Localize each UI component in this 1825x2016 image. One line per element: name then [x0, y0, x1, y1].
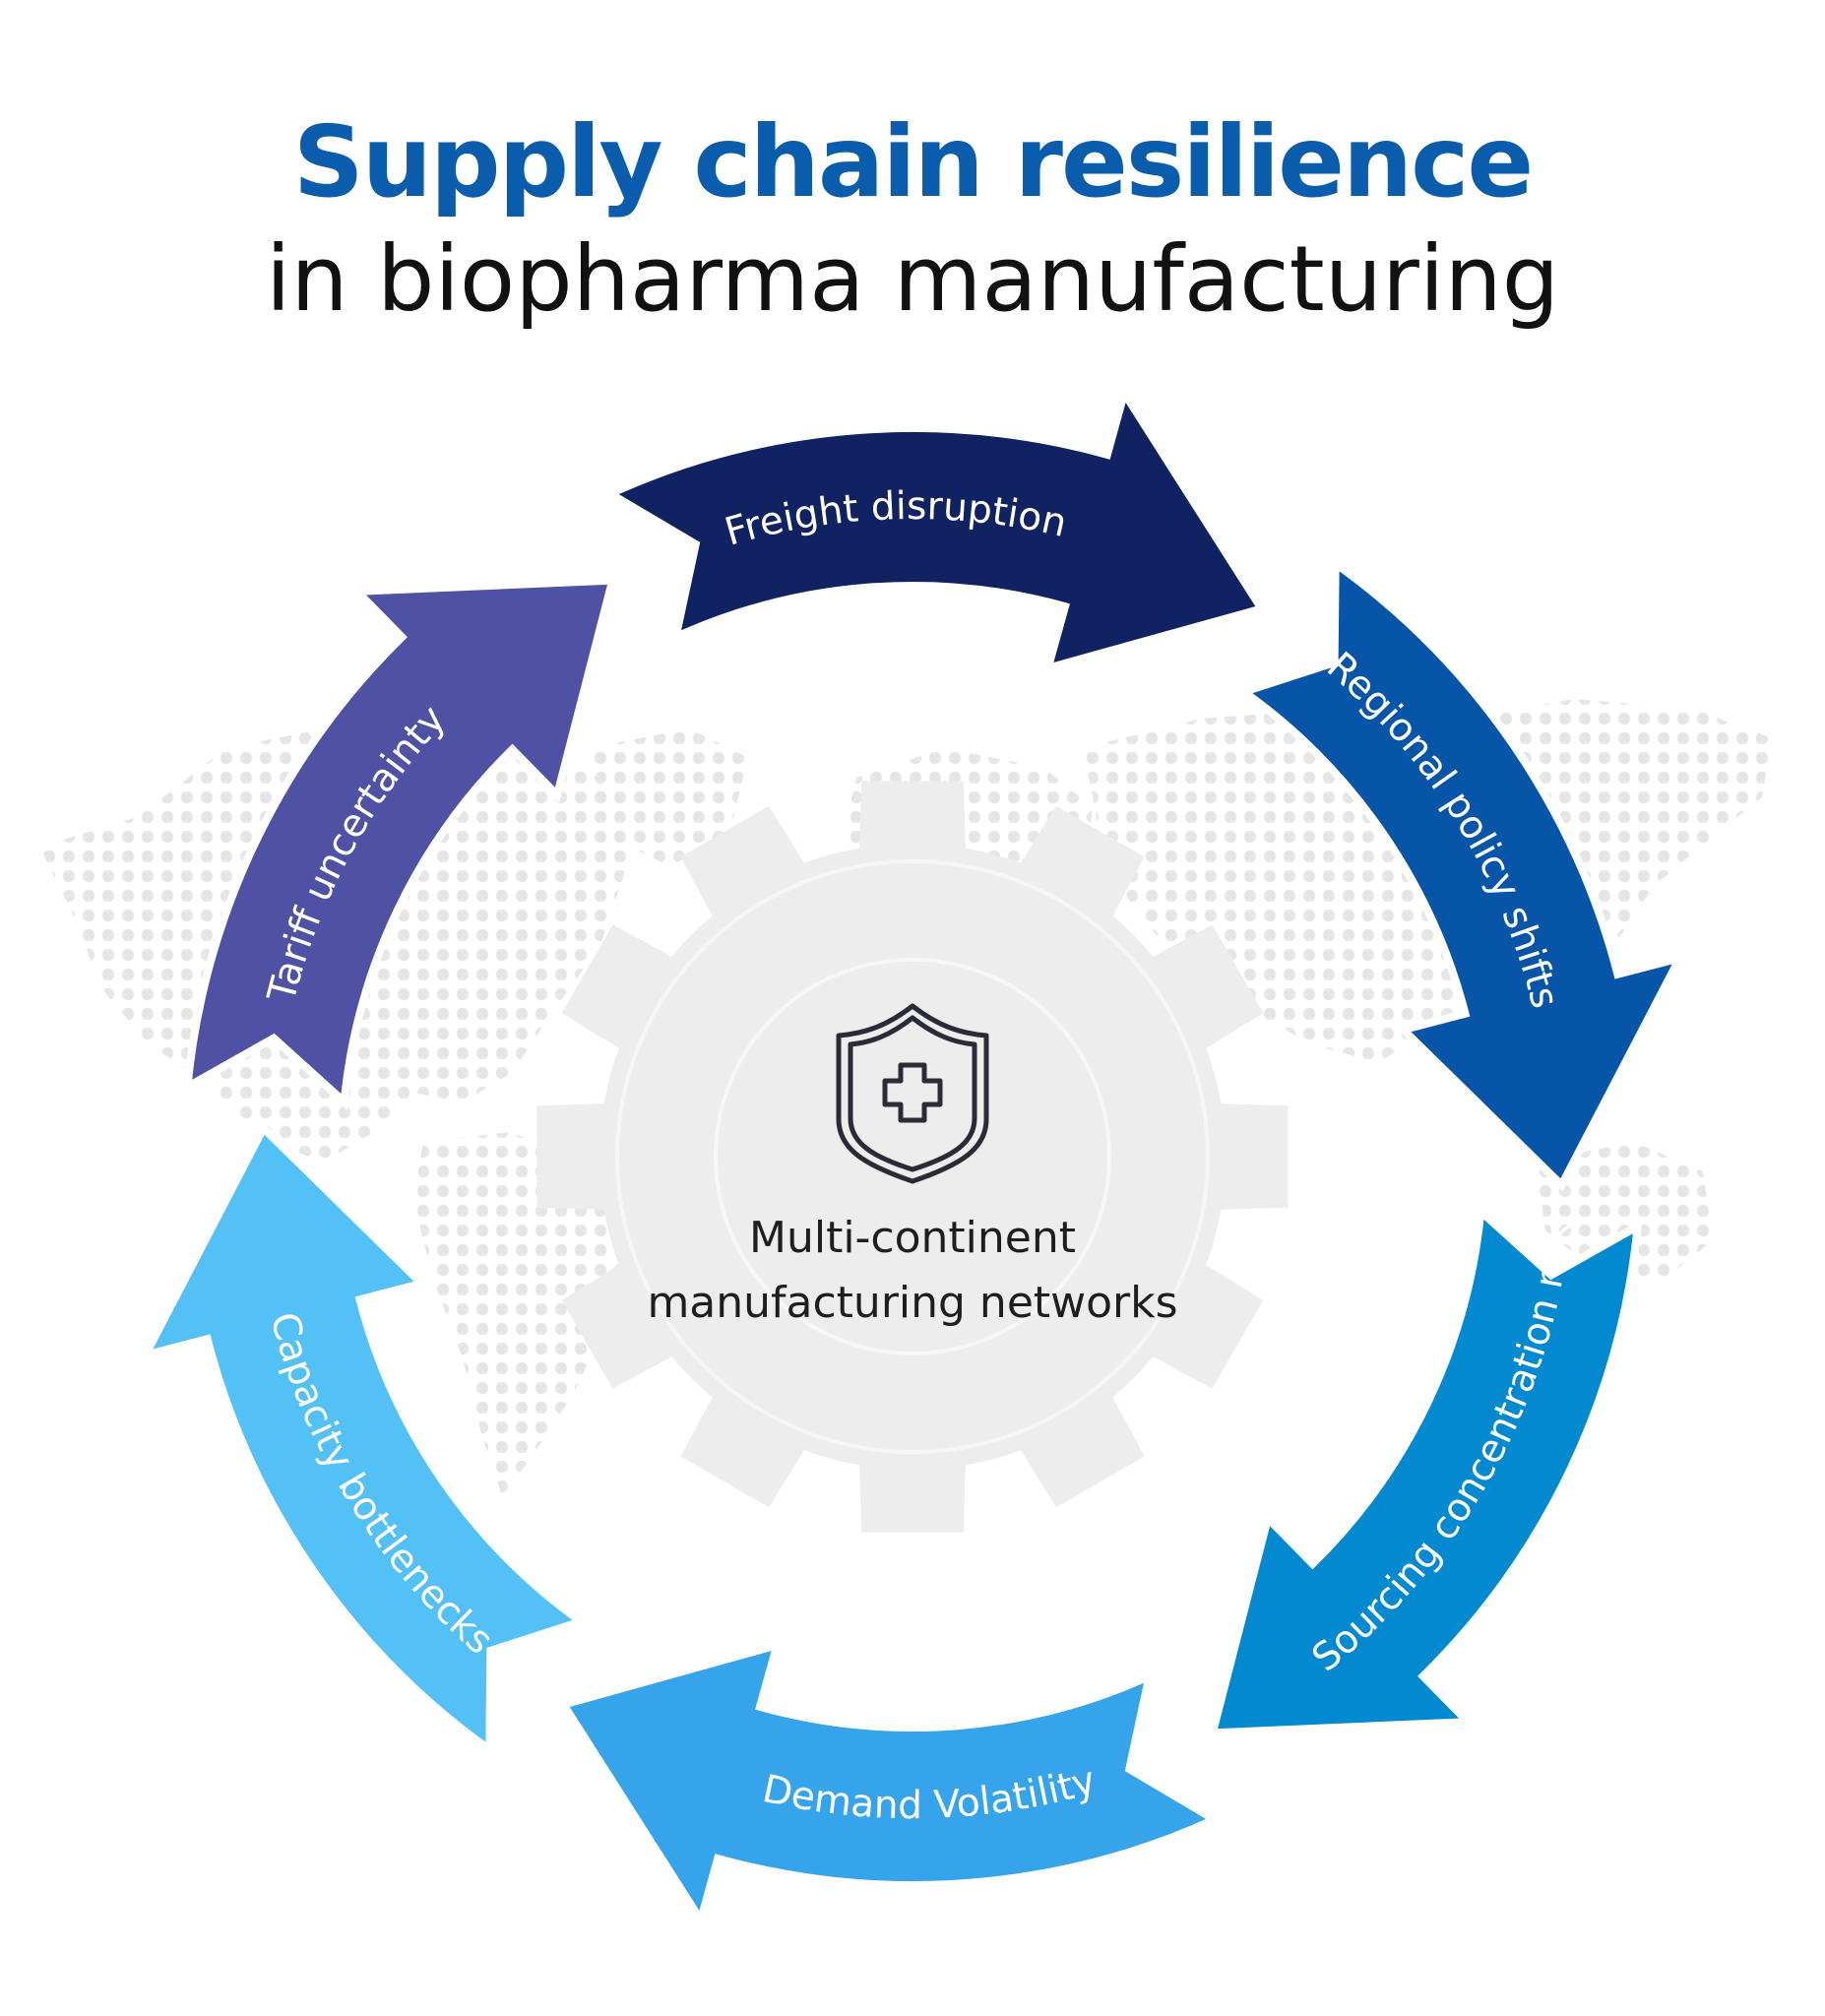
shield-medical-cross-icon [836, 1003, 989, 1184]
gear-background [536, 781, 1289, 1533]
cycle-arrow-4 [557, 1639, 1224, 1930]
cycle-arrow-5 [137, 1121, 590, 1758]
map-south-america [413, 1132, 630, 1496]
center-caption-line-1: Multi-continent [749, 1213, 1076, 1263]
cycle-arrow-2 [1235, 555, 1688, 1192]
cycle-arrow-1 [601, 383, 1268, 674]
cycle-arrows [137, 383, 1688, 1930]
gear-ring-1 [615, 859, 1210, 1454]
map-greenland [591, 728, 748, 866]
map-oceania [1536, 1142, 1713, 1280]
center-caption-line-2: manufacturing networks [647, 1278, 1178, 1328]
page-title: Supply chain resilience [292, 104, 1535, 220]
gear-ring-2 [714, 958, 1111, 1355]
cycle-arrow-6 [182, 576, 618, 1110]
gear-shape [536, 781, 1289, 1533]
header: Supply chain resilience in biopharma man… [0, 103, 1825, 338]
cycle-arrow-3 [1207, 1203, 1643, 1737]
page-subtitle: in biopharma manufacturing [265, 226, 1560, 332]
center-caption: Multi-continent manufacturing networks [568, 1206, 1257, 1336]
